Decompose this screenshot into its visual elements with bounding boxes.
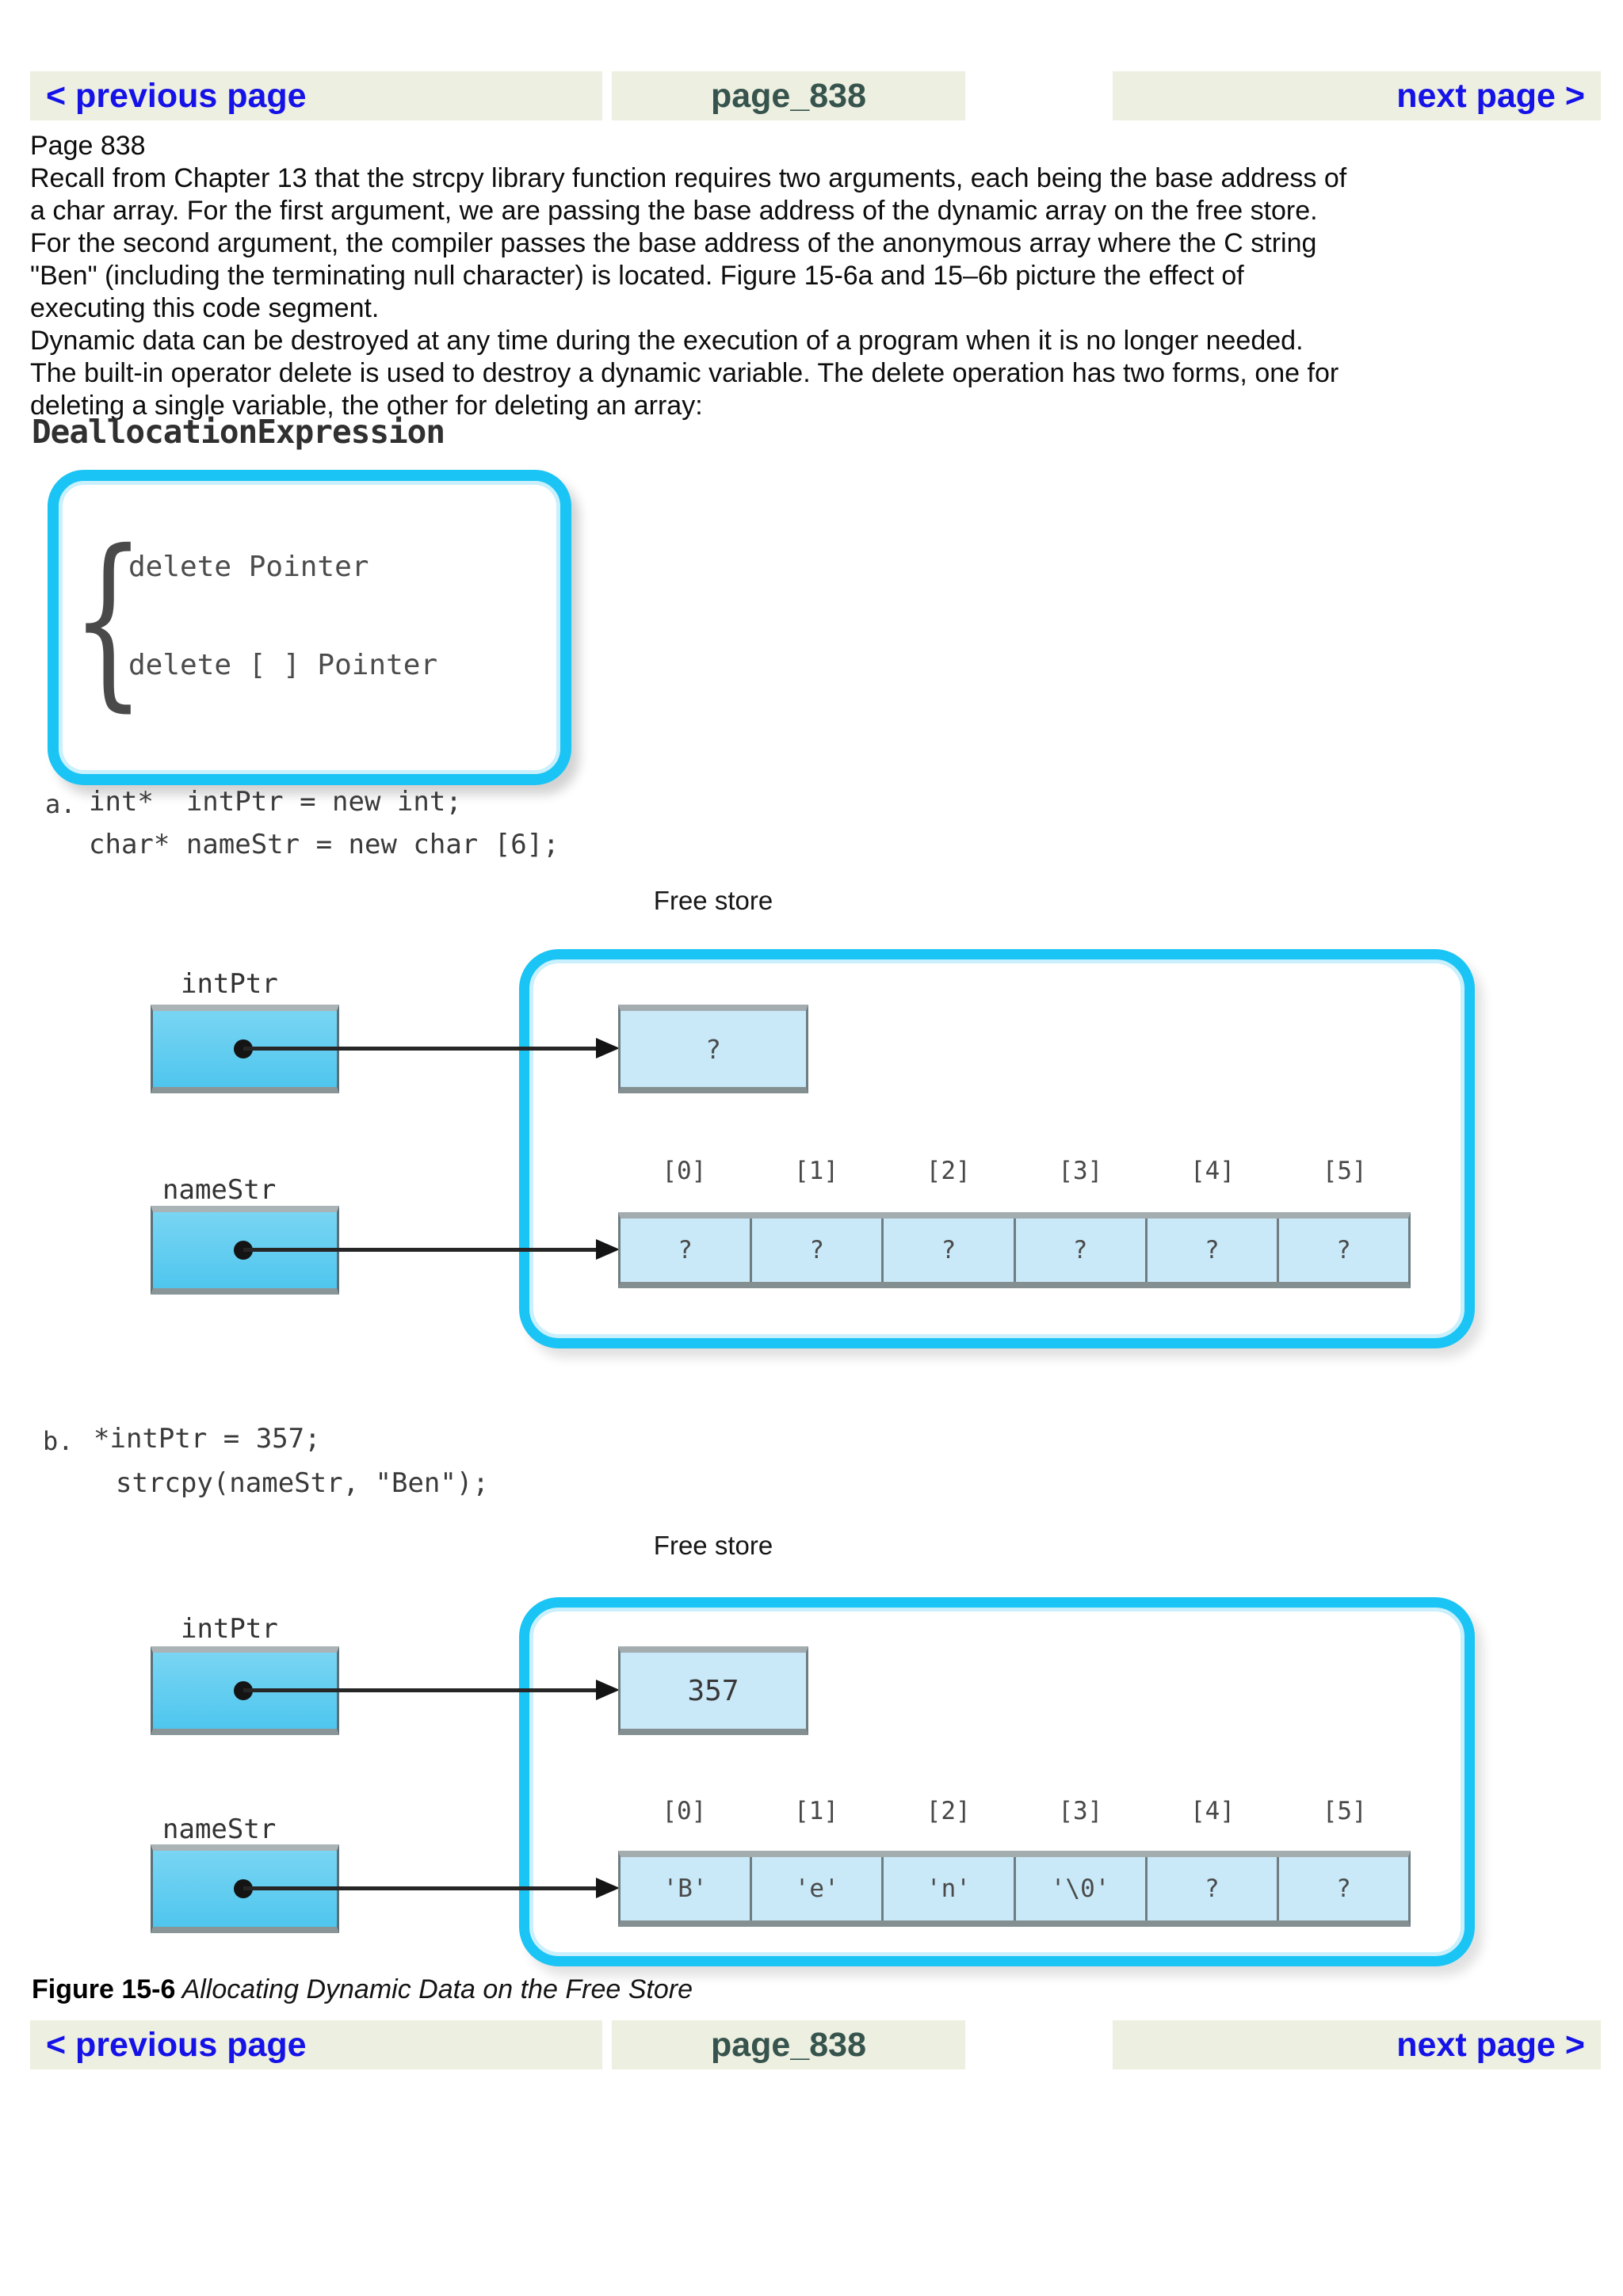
intptr-target-box-a: ? — [618, 1005, 808, 1093]
array-cell: ? — [678, 1236, 693, 1264]
array-index-label: [1] — [794, 1797, 838, 1825]
page-number-line: Page 838 — [30, 131, 146, 161]
array-cells-b: 'B' 'e' 'n' '\0' ? ? — [618, 1851, 1411, 1927]
figure-caption-label: Figure 15-6 — [32, 1974, 176, 2004]
array-cell: ? — [750, 1219, 881, 1282]
array-cell: 'e' — [750, 1857, 881, 1920]
body-text-line: For the second argument, the compiler pa… — [30, 228, 1317, 258]
pointer-arrow-icon — [243, 1038, 620, 1058]
code-b-line-2: strcpy(nameStr, "Ben"); — [116, 1467, 489, 1499]
body-text-line: Recall from Chapter 13 that the strcpy l… — [30, 163, 1347, 193]
syntax-heading: DeallocationExpression — [32, 413, 445, 451]
top-navbar: < previous page page_838 next page > — [30, 71, 1601, 120]
array-cell: ? — [1276, 1857, 1408, 1920]
array-index-label: [5] — [1322, 1797, 1367, 1825]
syntax-rule-delete-array: delete [ ] Pointer — [128, 649, 438, 681]
free-store-label-a: Free store — [653, 886, 773, 915]
array-cell: 'B' — [663, 1875, 708, 1903]
nav-cell-previous: < previous page — [30, 2020, 602, 2069]
next-page-link[interactable]: next page > — [1396, 76, 1585, 115]
array-cells-a: ? ? ? ? ? ? — [618, 1212, 1411, 1288]
array-index-label: [4] — [1190, 1797, 1235, 1825]
body-text: Page 838 Recall from Chapter 13 that the… — [30, 130, 1615, 422]
figure-caption: Figure 15-6 Allocating Dynamic Data on t… — [32, 1974, 693, 2005]
nav-cell-previous: < previous page — [30, 71, 602, 120]
array-index-label: [0] — [662, 1157, 707, 1185]
array-index-label: [3] — [1058, 1797, 1103, 1825]
nav-page-title: page_838 — [710, 2025, 867, 2064]
array-cell: ? — [1013, 1219, 1145, 1282]
array-cell: '\0' — [1013, 1857, 1145, 1920]
nav-page-title: page_838 — [710, 76, 867, 115]
body-text-line: Dynamic data can be destroyed at any tim… — [30, 326, 1304, 356]
nav-cell-title: page_838 — [612, 71, 965, 120]
array-index-label: [2] — [926, 1797, 971, 1825]
code-a-line-2: char* nameStr = new char [6]; — [89, 829, 559, 860]
array-index-label: [0] — [662, 1797, 707, 1825]
intptr-label-a: intPtr — [181, 968, 278, 1000]
body-text-line: deleting a single variable, the other fo… — [30, 391, 703, 421]
array-cell: ? — [881, 1219, 1013, 1282]
nav-cell-title: page_838 — [612, 2020, 965, 2069]
array-index-label: [3] — [1058, 1157, 1103, 1185]
array-cell: ? — [1276, 1219, 1408, 1282]
body-text-line: executing this code segment. — [30, 293, 380, 323]
array-index-label: [5] — [1322, 1157, 1367, 1185]
array-cell: ? — [1144, 1857, 1277, 1920]
previous-page-link[interactable]: < previous page — [46, 2025, 307, 2064]
namestr-label-a: nameStr — [162, 1174, 277, 1206]
body-text-line: a char array. For the first argument, we… — [30, 196, 1318, 226]
array-index-label: [2] — [926, 1157, 971, 1185]
left-brace-icon: { — [71, 510, 146, 728]
intptr-target-box-b: 357 — [618, 1646, 808, 1735]
free-store-label-b: Free store — [653, 1531, 773, 1560]
nav-cell-next: next page > — [1113, 71, 1601, 120]
pointer-arrow-icon — [243, 1239, 620, 1260]
array-index-label: [1] — [794, 1157, 838, 1185]
body-text-line: The built-in operator delete is used to … — [30, 358, 1339, 388]
intptr-label-b: intPtr — [181, 1613, 278, 1645]
array-cell: ? — [1144, 1219, 1277, 1282]
bottom-navbar: < previous page page_838 next page > — [30, 2020, 1601, 2069]
array-index-row-b: [0] [1] [2] [3] [4] [5] — [618, 1797, 1411, 1825]
code-b-line-1: *intPtr = 357; — [94, 1423, 321, 1455]
syntax-rule-delete: delete Pointer — [128, 551, 369, 583]
array-index-row-a: [0] [1] [2] [3] [4] [5] — [618, 1157, 1411, 1185]
figure-caption-text: Allocating Dynamic Data on the Free Stor… — [175, 1974, 693, 2004]
body-text-line: "Ben" (including the terminating null ch… — [30, 261, 1244, 291]
pointer-arrow-icon — [243, 1878, 620, 1898]
previous-page-link[interactable]: < previous page — [46, 76, 307, 115]
code-a-marker: a. — [45, 789, 76, 819]
array-cell: 'n' — [881, 1857, 1013, 1920]
nav-cell-next: next page > — [1113, 2020, 1601, 2069]
code-b-marker: b. — [43, 1426, 74, 1456]
next-page-link[interactable]: next page > — [1396, 2025, 1585, 2064]
array-index-label: [4] — [1190, 1157, 1235, 1185]
pointer-arrow-icon — [243, 1680, 620, 1700]
namestr-label-b: nameStr — [162, 1814, 277, 1845]
syntax-box: { delete Pointer delete [ ] Pointer — [48, 470, 571, 785]
code-a-line-1: int* intPtr = new int; — [89, 786, 462, 818]
